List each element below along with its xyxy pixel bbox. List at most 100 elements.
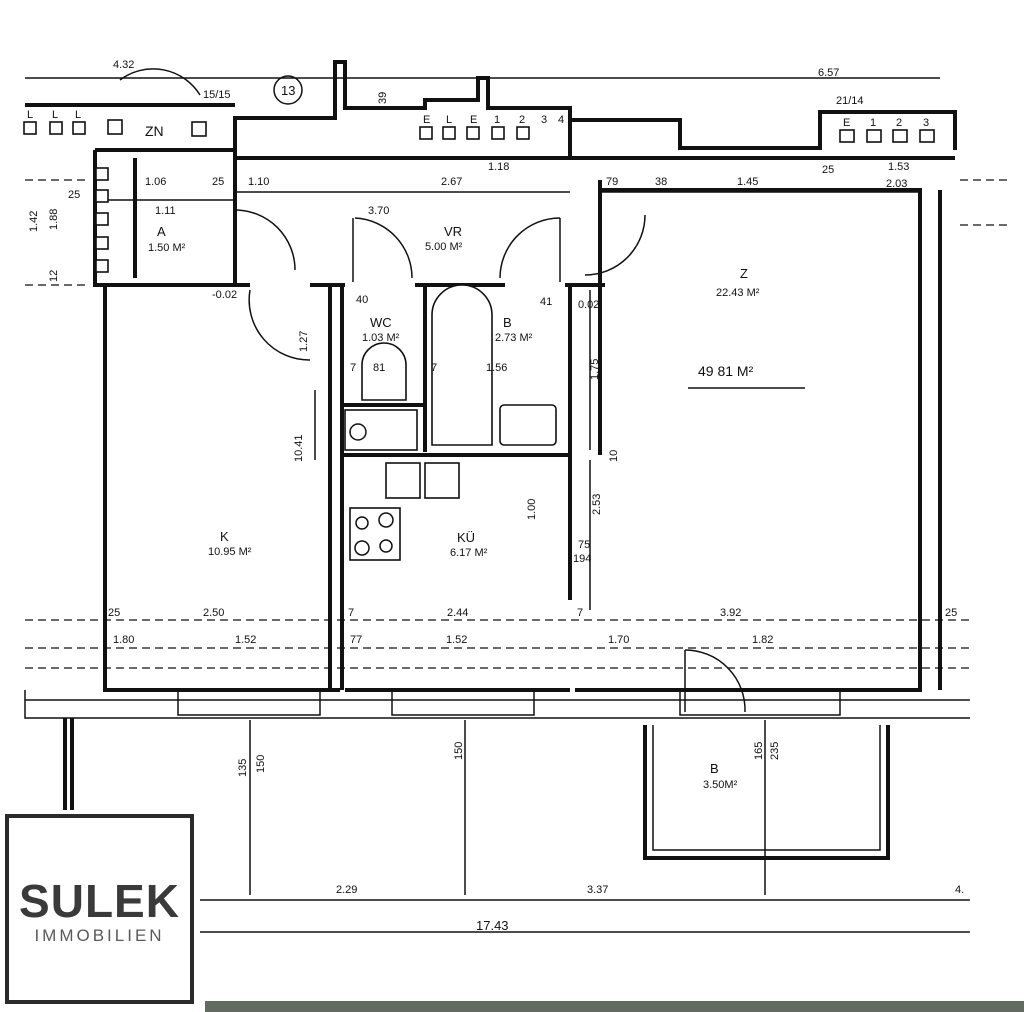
dimension-label: 3.92: [720, 607, 741, 619]
dimension-label: 1.11: [155, 205, 176, 217]
dimension-label: 17.43: [476, 918, 509, 933]
dimension-label: 1.56: [486, 362, 507, 374]
shaft-label: ZN: [145, 123, 164, 139]
dimension-label: 25: [212, 176, 224, 188]
meter-label: L: [27, 109, 33, 121]
dimension-label: 0.02: [578, 299, 599, 311]
room-area: 1.50 M²: [148, 242, 186, 254]
door-swings: [119, 68, 746, 713]
dimension-label: 1.06: [145, 176, 166, 188]
dimension-label: 235: [769, 742, 781, 760]
brand-tagline: IMMOBILIEN: [34, 926, 165, 945]
dimension-label: 1.53: [888, 161, 909, 173]
dimension-label: 41: [540, 296, 552, 308]
dimension-label: 2.67: [441, 176, 462, 188]
dimension-lines: [25, 77, 970, 933]
meter-label: L: [75, 109, 81, 121]
balcony-outline: [63, 718, 890, 860]
meter-boxes: [23, 75, 935, 273]
dimension-label: 75: [578, 539, 590, 551]
meter-label: 4: [558, 114, 564, 126]
dimension-label: 25: [108, 607, 120, 619]
dimension-label: 1.75: [589, 359, 601, 380]
dimension-label: 1.00: [526, 499, 538, 520]
dimension-label: 194: [573, 553, 591, 565]
meter-label: L: [52, 109, 58, 121]
dimension-label: 3.37: [587, 884, 608, 896]
dimension-label: 165: [753, 742, 765, 760]
dimension-label: 1.45: [737, 176, 758, 188]
toilet: [361, 342, 407, 401]
room-area: 10.95 M²: [208, 546, 252, 558]
room-name: WC: [370, 315, 392, 330]
room-name: B: [503, 315, 512, 330]
room-area: 22.43 M²: [716, 287, 760, 299]
dimension-label: 1.27: [298, 331, 310, 352]
dimension-label: 7: [348, 607, 354, 619]
washbasin: [499, 404, 557, 446]
dimension-label: 10.41: [293, 434, 305, 462]
bathtub: [431, 284, 493, 446]
dimension-label: 39: [377, 92, 389, 104]
dimension-label: 150: [453, 742, 465, 760]
dimension-label: 81: [373, 362, 385, 374]
reference-label: 15/15: [203, 89, 231, 101]
dimension-label: 6.57: [818, 67, 839, 79]
meter-label: E: [470, 114, 477, 126]
dimension-label: 77: [350, 634, 362, 646]
dimension-label: 7: [577, 607, 583, 619]
footer-bar: [205, 1001, 1024, 1012]
meter-label: E: [423, 114, 430, 126]
brand-name: SULEK: [19, 875, 180, 927]
dimension-label: 25: [68, 189, 80, 201]
dimension-label: 150: [255, 755, 267, 773]
brand-logo: SULEK IMMOBILIEN: [5, 814, 194, 1004]
dimension-label: 40: [356, 294, 368, 306]
room-name: A: [157, 224, 166, 239]
room-area: 5.00 M²: [425, 241, 463, 253]
meter-label: 1: [494, 114, 500, 126]
room-name: VR: [444, 224, 462, 239]
dimension-label: 25: [822, 164, 834, 176]
dimension-label: 2.50: [203, 607, 224, 619]
dimension-label: 79: [606, 176, 618, 188]
dimension-label: 1.88: [48, 209, 60, 230]
dimension-label: 2.53: [591, 494, 603, 515]
total-area: 49 81 M²: [698, 363, 754, 379]
room-name: B: [710, 761, 719, 776]
kitchen-sink-left: [385, 462, 421, 499]
room-area: 3.50M²: [703, 779, 738, 791]
fixtures: [344, 284, 557, 561]
dimension-label: 2.29: [336, 884, 357, 896]
meter-label: 2: [896, 117, 902, 129]
dimension-label: 3.70: [368, 205, 389, 217]
meter-label: 2: [519, 114, 525, 126]
reference-label: 21/14: [836, 95, 864, 107]
boiler: [344, 409, 418, 451]
dimension-label: 12: [48, 270, 60, 282]
dimension-label: 4.: [955, 884, 964, 896]
dimension-label: 4.32: [113, 59, 134, 71]
room-name: K: [220, 529, 229, 544]
dimension-label: 7: [431, 362, 437, 374]
meter-label: L: [446, 114, 452, 126]
room-name: KÜ: [457, 530, 475, 545]
meter-label: 3: [541, 114, 547, 126]
dimension-label: 7: [350, 362, 356, 374]
dimension-label: 1.42: [28, 211, 40, 232]
dimension-label: 38: [655, 176, 667, 188]
meter-label: 1: [870, 117, 876, 129]
dimension-label: 1.52: [446, 634, 467, 646]
dimension-label: -0.02: [212, 289, 237, 301]
dimension-label: 1.18: [488, 161, 509, 173]
facade-windows: [24, 179, 1010, 719]
dimension-label: 10: [608, 450, 620, 462]
dimension-label: 1.10: [248, 176, 269, 188]
dimension-label: 135: [237, 759, 249, 777]
dimension-label: 1.52: [235, 634, 256, 646]
room-name: Z: [740, 266, 748, 281]
dimension-label: 2.44: [447, 607, 468, 619]
dimension-label: 25: [945, 607, 957, 619]
room-area: 1.03 M²: [362, 332, 400, 344]
